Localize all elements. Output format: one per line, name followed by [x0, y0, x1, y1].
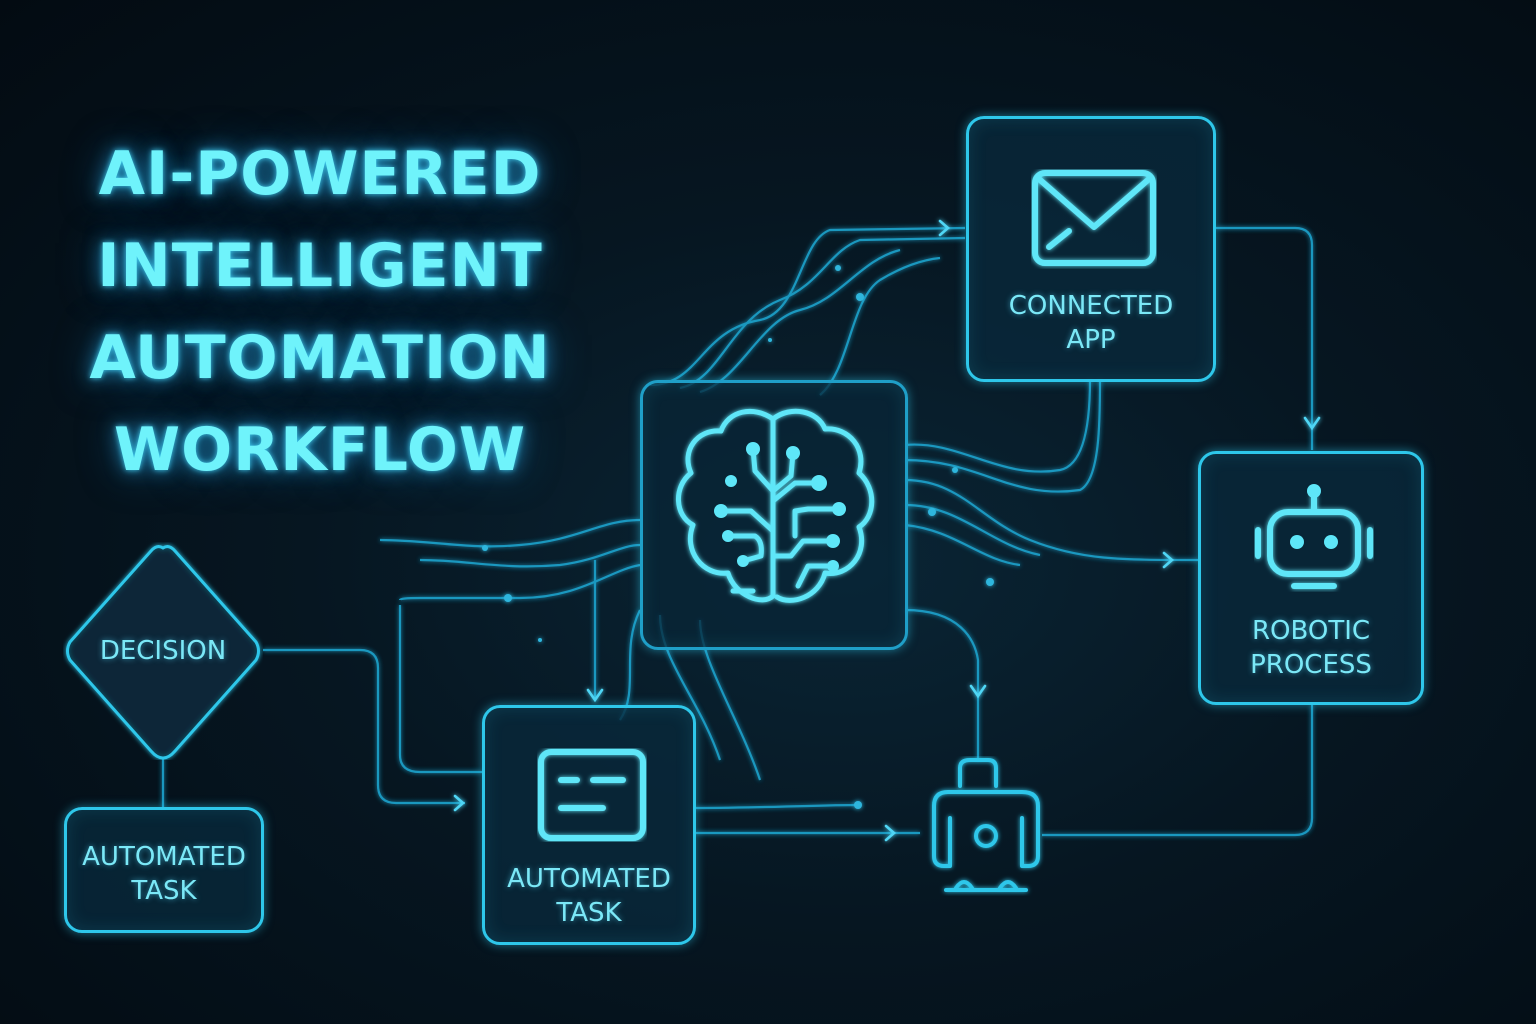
window-form-icon — [538, 749, 646, 841]
connected-app-label: CONNECTED APP — [1008, 291, 1174, 355]
brain-circuit-icon — [676, 408, 875, 603]
connected-app-node[interactable]: CONNECTED APP — [966, 116, 1216, 382]
title-line-3: AUTOMATION — [89, 323, 551, 393]
envelope-icon — [1032, 170, 1156, 266]
diamond-shape — [66, 545, 260, 760]
page-title: AI-POWERED INTELLIGENT AUTOMATION WORKFL… — [40, 128, 600, 496]
automated-task-left-label: AUTOMATED TASK — [82, 842, 246, 906]
robotic-process-node[interactable]: ROBOTIC PROCESS — [1198, 451, 1424, 705]
title-line-1: AI-POWERED — [98, 139, 542, 209]
robot-icon — [1255, 484, 1373, 589]
robotic-process-label: ROBOTIC PROCESS — [1250, 616, 1372, 680]
title-line-2: INTELLIGENT — [97, 231, 543, 301]
title-line-4: WORKFLOW — [113, 415, 527, 485]
decision-label: DECISION — [99, 636, 227, 666]
ai-brain-node[interactable] — [640, 380, 908, 650]
automated-task-center-label: AUTOMATED TASK — [507, 864, 671, 928]
decision-node[interactable]: DECISION — [63, 542, 263, 760]
automated-task-left-node[interactable]: AUTOMATED TASK — [64, 807, 264, 933]
robot-body-icon[interactable] — [926, 756, 1046, 896]
automated-task-center-node[interactable]: AUTOMATED TASK — [482, 705, 696, 945]
